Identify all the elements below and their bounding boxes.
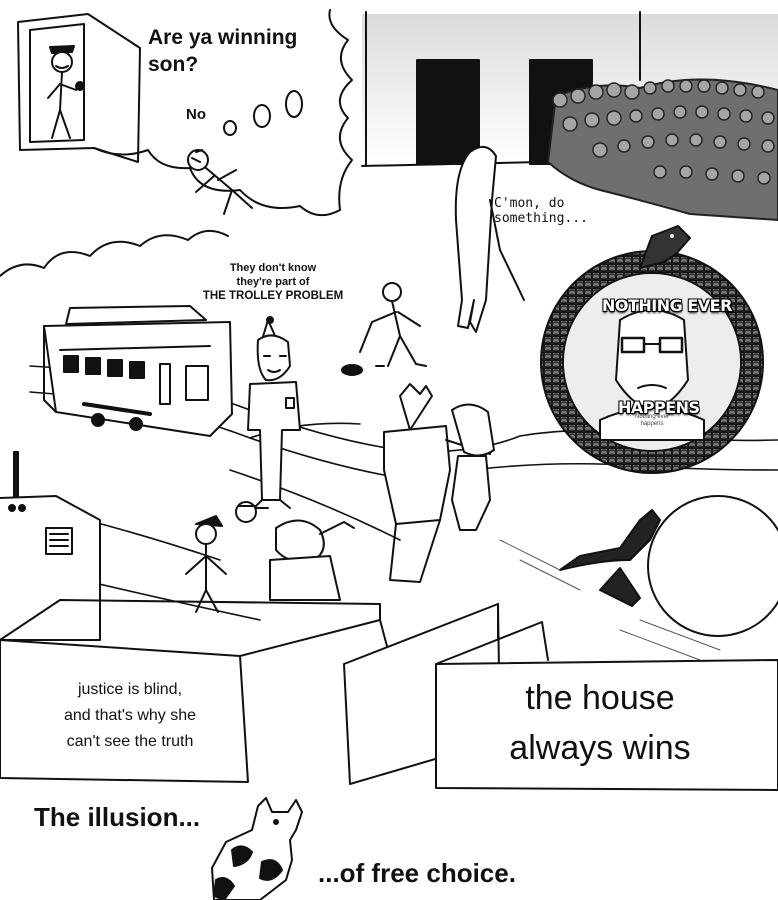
nothing-ever-label: NOTHING EVER bbox=[602, 296, 732, 315]
justice-line-3: can't see the truth bbox=[66, 733, 194, 750]
justice-line-1: justice is blind, bbox=[77, 681, 183, 698]
house-line-2: always wins bbox=[509, 729, 691, 767]
trolley-caption-1: They don't know bbox=[229, 262, 317, 274]
father-thought-panel bbox=[17, 9, 353, 217]
signal-box bbox=[0, 451, 101, 641]
thought-cloud bbox=[93, 9, 353, 217]
metal-detector-guy bbox=[341, 282, 427, 376]
left-door bbox=[416, 59, 480, 165]
illusion-text: The illusion... bbox=[34, 802, 201, 832]
father-question: Are ya winning son? bbox=[148, 26, 298, 76]
house-line-1: the house bbox=[525, 679, 675, 717]
sisyphus-boulder bbox=[499, 495, 778, 661]
tall-figure bbox=[454, 145, 525, 333]
cow bbox=[211, 797, 303, 900]
distracted-couple bbox=[383, 383, 495, 583]
crowd-panel bbox=[361, 11, 778, 333]
trolley-caption-3: THE TROLLEY PROBLEM bbox=[202, 290, 344, 302]
reaching-figures bbox=[185, 501, 355, 613]
shirt-text: Nothing ever happens bbox=[634, 414, 670, 427]
trolley-cloud bbox=[0, 229, 229, 277]
dad-figure bbox=[47, 45, 85, 139]
trolley bbox=[43, 305, 233, 437]
happens-label: HAPPENS bbox=[618, 398, 700, 417]
free-choice-text: ...of free choice. bbox=[318, 858, 516, 888]
snake-head bbox=[639, 225, 691, 269]
son-answer: No bbox=[186, 106, 206, 123]
ouroboros bbox=[540, 225, 764, 474]
justice-line-2: and that's why she bbox=[63, 707, 197, 724]
maze-walls bbox=[0, 599, 778, 791]
crowd-caption: C'mon, do something... bbox=[494, 196, 588, 226]
birthday-wojak bbox=[247, 316, 301, 509]
trolley-caption-2: they're part of bbox=[236, 276, 310, 288]
defeated-stick-figure bbox=[187, 149, 253, 215]
